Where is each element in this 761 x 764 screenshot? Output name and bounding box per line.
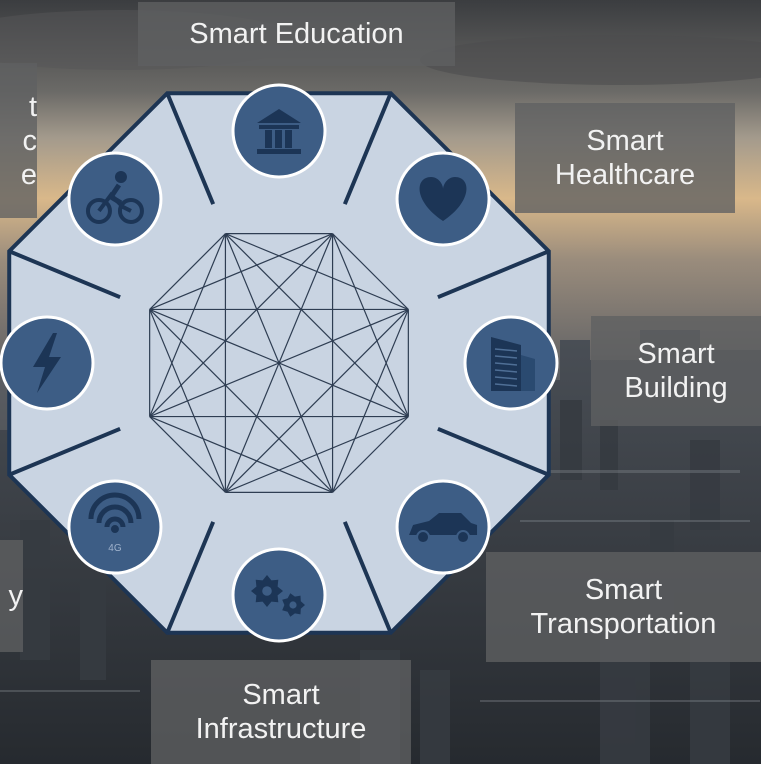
mesh-line [149,416,226,493]
wifi-arc [104,516,126,528]
bike-wheel [117,197,144,224]
octagon-divider [342,92,393,205]
label-text: y [8,580,24,612]
rider-body [107,183,123,206]
cyclist-icon [67,151,163,247]
bank-base [257,149,301,154]
bank-icon [231,83,327,179]
bank-column [265,130,272,148]
mesh-line [224,233,334,493]
lightning-icon [0,315,95,411]
label-text: Infrastructure [195,713,367,745]
wifi-arc [88,492,142,520]
building-side [521,355,535,391]
label-text: e [20,158,37,191]
wifi-dot [110,525,119,534]
car-wheel [456,530,471,545]
lightning-bolt [33,333,61,393]
bank-beam [259,125,299,129]
label-text: Transportation [530,608,717,640]
octagon-divider [165,521,216,634]
label-text: Healthcare [554,159,696,191]
label-left-top-cropped: t c e [0,63,37,218]
octagon-divider [8,426,121,477]
label-text: Smart Education [189,18,404,50]
bank-column [285,130,292,148]
mesh-line [149,233,333,417]
car-body [409,513,478,536]
building-window-row [494,369,518,373]
bike-wheel [85,197,112,224]
rider-head [114,170,127,183]
building-window-row [494,348,518,352]
wifi-4g-caption: 4G [108,543,122,554]
heart-icon [395,151,491,247]
building-window-row [494,383,518,387]
octagon-divider [8,249,121,300]
car-icon [395,479,491,575]
label-text: Smart [584,574,663,606]
building-window-row [494,355,518,359]
label-text: c [22,124,38,157]
label-smart-building: Smart Building [591,316,761,426]
label-text: Smart [242,679,320,711]
bank-column [275,130,282,148]
label-smart-infrastructure: Smart Infrastructure [151,660,411,764]
label-text: t [28,90,37,123]
mesh-line [149,416,333,493]
mesh-line [225,309,409,493]
gears-icon [231,547,327,643]
octagon-divider [342,521,393,634]
building-icon [463,315,559,411]
mesh-line [149,309,226,493]
mesh-line [149,233,226,310]
heart-shape [419,176,467,221]
bank-roof [257,109,301,123]
label-left-bottom-cropped: y [0,540,23,652]
label-text: Building [624,372,728,404]
icon-badge [231,547,327,643]
gear-large-hole [262,586,272,596]
building-window-row [494,376,518,380]
label-smart-healthcare: Smart Healthcare [515,103,735,213]
wifi-arc [96,504,134,524]
mesh-line [225,233,409,417]
octagon-divider [437,426,550,477]
mesh-line [332,233,409,310]
label-text: Smart [586,125,664,157]
mesh-line [225,233,409,310]
mesh-line [149,309,333,493]
building-window-row [494,362,518,366]
label-smart-education: Smart Education [138,2,455,66]
car-wheel [416,530,431,545]
label-smart-transportation: Smart Transportation [486,552,761,662]
octagon-divider [165,92,216,205]
label-text: Smart [637,338,715,370]
mesh-line [332,416,409,493]
octagon-divider [437,249,550,300]
gear-small-hole [289,601,297,609]
wifi-4g-icon: 4G [67,479,163,575]
mesh-line [149,233,226,417]
